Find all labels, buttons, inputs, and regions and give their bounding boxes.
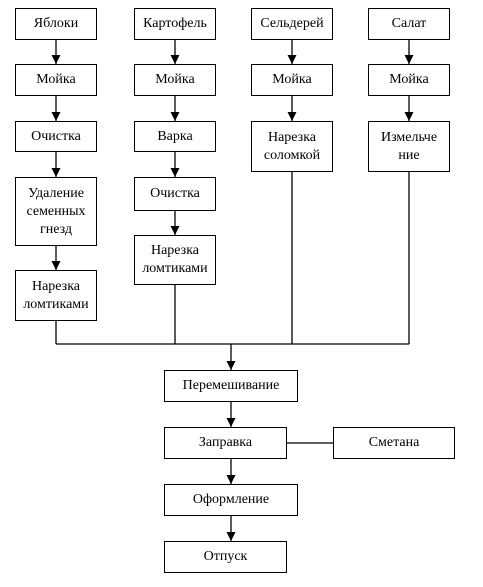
celery-julienne-box: Нарезка соломкой [251,121,333,172]
apples-box: Яблоки [15,8,97,40]
celery-washing-box: Мойка [251,64,333,96]
sour-cream-box: Сметана [333,427,455,459]
lettuce-washing-box: Мойка [368,64,450,96]
lettuce-chopping-box: Измельче ние [368,121,450,172]
mixing-box: Перемешивание [164,370,298,402]
apples-washing-box: Мойка [15,64,97,96]
potato-boiling-box: Варка [134,121,216,152]
potato-peeling-box: Очистка [134,177,216,211]
apples-core-removal-box: Удаление семенных гнезд [15,177,97,246]
decoration-box: Оформление [164,484,298,516]
potato-washing-box: Мойка [134,64,216,96]
potato-slicing-box: Нарезка ломтиками [134,235,216,285]
apples-peeling-box: Очистка [15,121,97,152]
dressing-box: Заправка [164,427,287,459]
celery-box: Сельдерей [251,8,333,40]
serving-box: Отпуск [164,541,287,573]
potato-box: Картофель [134,8,216,40]
apples-slicing-box: Нарезка ломтиками [15,270,97,321]
lettuce-box: Салат [368,8,450,40]
